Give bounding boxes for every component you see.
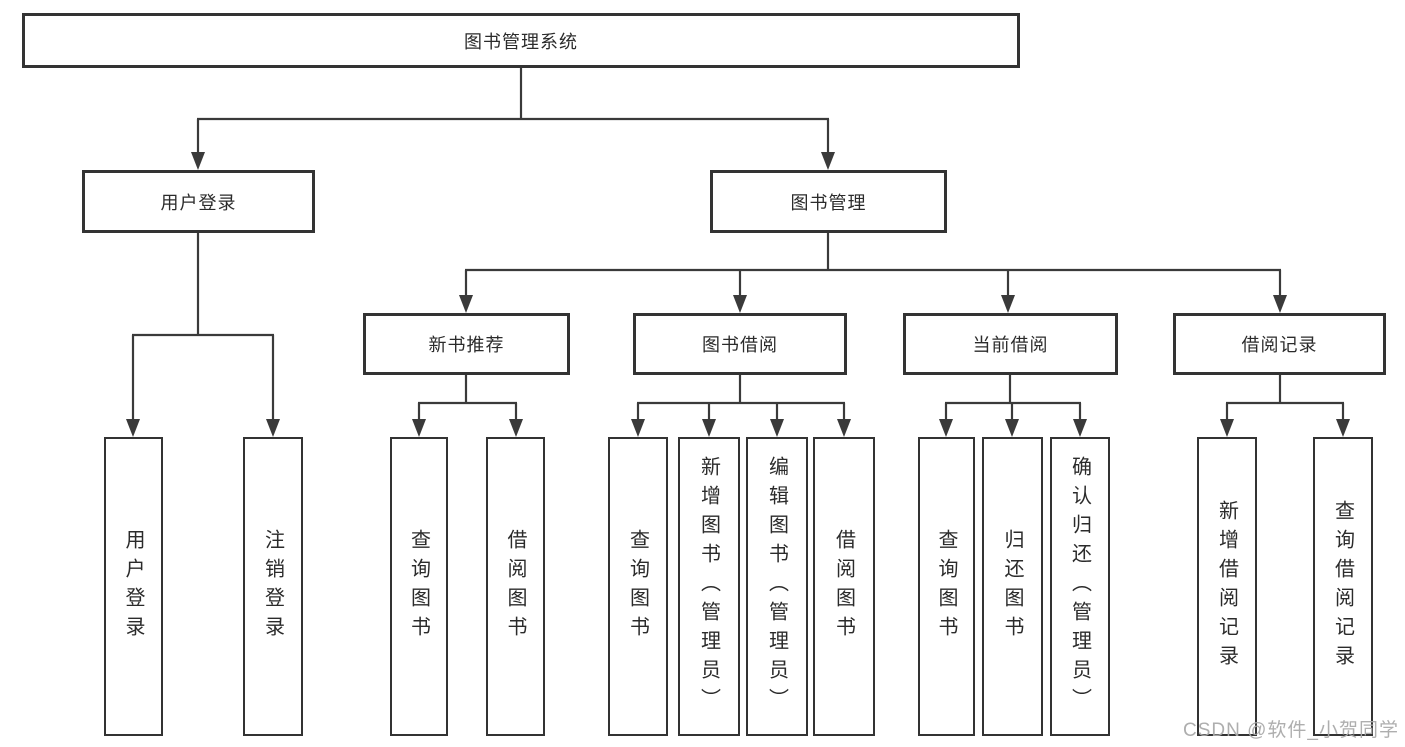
- node-borrow-records: 借阅记录: [1173, 313, 1386, 375]
- node-user-login-branch: 用户登录: [82, 170, 315, 233]
- leaf-label: 归还图书: [1001, 528, 1023, 645]
- node-label: 图书管理系统: [464, 31, 578, 52]
- leaf-return-books: 归还图书: [982, 437, 1043, 736]
- node-label: 图书借阅: [702, 335, 778, 355]
- node-label: 图书管理: [790, 192, 867, 213]
- leaf-user-login: 用户登录: [104, 437, 163, 736]
- connector-user-login-to-leaves: [126, 233, 280, 437]
- connector-book-borrow-to-leaves: [631, 375, 851, 437]
- connector-current-borrow-to-leaves: [939, 375, 1087, 437]
- leaf-borrow-query-books: 查询图书: [608, 437, 668, 736]
- connector-root-to-branches: [191, 68, 835, 170]
- connector-borrow-records-to-leaves: [1220, 375, 1350, 437]
- node-label: 当前借阅: [972, 335, 1049, 355]
- leaf-add-borrow-record: 新增借阅记录: [1197, 437, 1257, 736]
- node-new-book-recommend: 新书推荐: [363, 313, 570, 375]
- leaf-recommend-query-books: 查询图书: [390, 437, 448, 736]
- node-label: 新书推荐: [428, 335, 505, 355]
- node-label: 借阅记录: [1241, 335, 1318, 355]
- node-label: 用户登录: [160, 192, 237, 213]
- leaf-label: 确认归还（管理员）: [1068, 456, 1091, 717]
- leaf-label: 注销登录: [261, 528, 284, 645]
- leaf-query-borrow-record: 查询借阅记录: [1313, 437, 1373, 736]
- leaf-label: 查询图书: [935, 528, 957, 645]
- leaf-confirm-return-admin: 确认归还（管理员）: [1050, 437, 1110, 736]
- csdn-watermark: CSDN @软件_小贺同学: [1183, 720, 1399, 741]
- connector-new-book-recommend-to-leaves: [412, 375, 523, 437]
- node-current-borrow: 当前借阅: [903, 313, 1118, 375]
- leaf-label: 用户登录: [122, 528, 144, 645]
- leaf-label: 查询借阅记录: [1331, 499, 1354, 674]
- leaf-label: 查询图书: [407, 528, 430, 645]
- node-book-management: 图书管理: [710, 170, 947, 233]
- leaf-logout: 注销登录: [243, 437, 303, 736]
- leaf-label: 查询图书: [626, 528, 649, 645]
- node-library-management-system: 图书管理系统: [22, 13, 1020, 68]
- leaf-add-books-admin: 新增图书（管理员）: [678, 437, 740, 736]
- leaf-label: 借阅图书: [832, 528, 855, 645]
- leaf-label: 编辑图书（管理员）: [765, 456, 788, 717]
- connector-book-management-to-groups: [459, 233, 1287, 313]
- leaf-label: 新增借阅记录: [1215, 499, 1238, 674]
- leaf-label: 借阅图书: [504, 528, 526, 645]
- leaf-recommend-borrow-books: 借阅图书: [486, 437, 545, 736]
- leaf-edit-books-admin: 编辑图书（管理员）: [746, 437, 808, 736]
- leaf-current-query-books: 查询图书: [918, 437, 975, 736]
- leaf-borrow-books: 借阅图书: [813, 437, 875, 736]
- leaf-label: 新增图书（管理员）: [697, 456, 720, 717]
- node-book-borrow: 图书借阅: [633, 313, 847, 375]
